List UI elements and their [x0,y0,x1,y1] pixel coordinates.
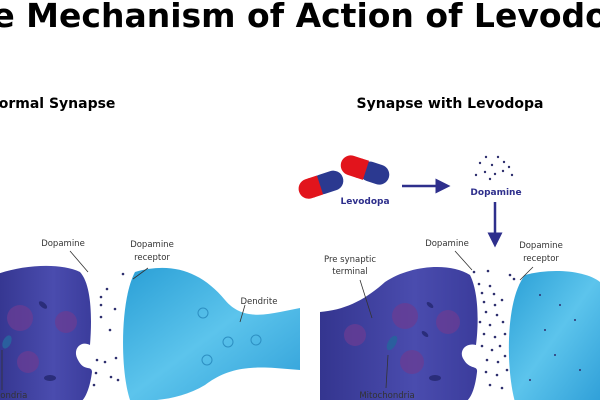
dopamine-product-label: Dopamine [470,188,521,198]
vesicle [436,310,460,334]
left-receptor-label-1: Dopamine [130,240,174,250]
pre-synaptic-label-1: Pre synaptic [324,255,376,265]
right-receptor-label-2: receptor [523,254,559,264]
left-mitochondria-label: Mitochondria [0,391,27,400]
page-title: The Mechanism of Action of Levodopa [0,0,600,35]
left-presynaptic-terminal [0,265,92,400]
right-postsynaptic-terminal [508,271,600,400]
vesicle [344,324,366,346]
dendrite-label: Dendrite [241,297,278,307]
levodopa-capsules [298,155,390,199]
left-postsynaptic-dendrite [123,267,300,400]
normal-synapse-heading: Normal Synapse [0,96,115,112]
vesicle [17,351,39,373]
right-mitochondria-label: Mitochondria [359,391,414,400]
mitochondria-icon [2,335,12,349]
left-dopamine-label: Dopamine [41,239,85,249]
dopamine-cluster [474,155,514,181]
left-dopamine-molecules [92,272,125,387]
right-receptor-label-1: Dopamine [519,241,563,251]
right-dopamine-label: Dopamine [425,239,469,249]
vesicle [400,350,424,374]
right-presynaptic-terminal [320,266,478,400]
vesicle [55,311,77,333]
capsule-icon [340,155,390,185]
vesicle [392,303,418,329]
vesicle [7,305,33,331]
levodopa-label: Levodopa [340,197,389,207]
left-receptor-label-2: receptor [134,253,170,263]
right-dopamine-molecules [472,269,581,390]
pre-synaptic-label-2: terminal [332,267,368,277]
levodopa-synapse-heading: Synapse with Levodopa [357,96,544,112]
mitochondria-icon [386,335,398,351]
capsule-icon [298,170,344,199]
